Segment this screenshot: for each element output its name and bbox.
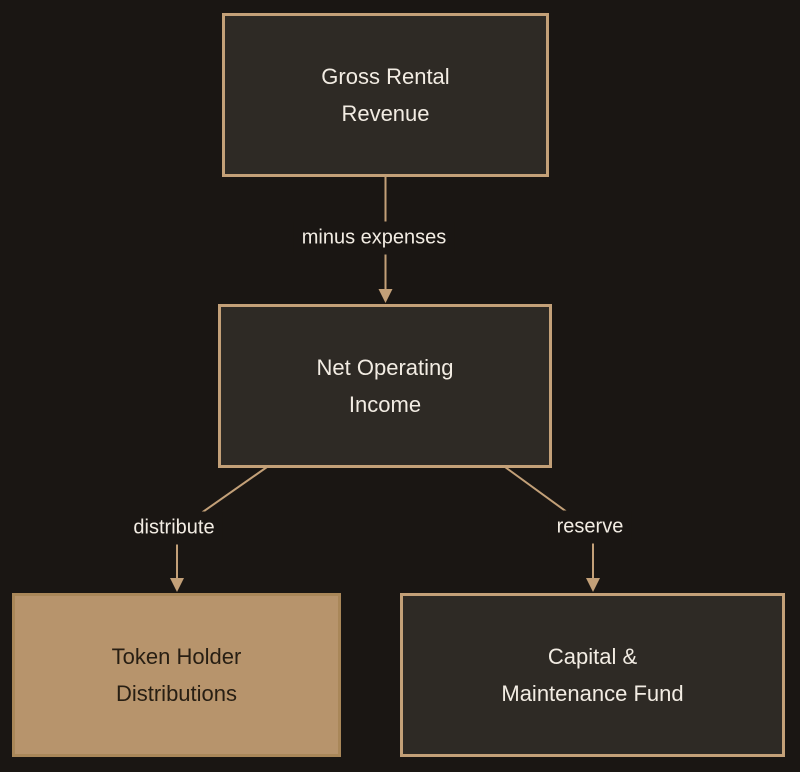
node-label: Gross Rental Revenue [321,63,450,126]
edge-label-reserve: reserve [548,510,632,544]
node-label: Capital & Maintenance Fund [501,643,684,706]
node-token-holder-distributions: Token Holder Distributions [12,593,341,757]
arrowhead-down-icon [378,289,393,303]
edge-label-minus-expenses: minus expenses [293,221,455,255]
node-gross-rental-revenue: Gross Rental Revenue [222,13,549,177]
node-label: Net Operating Income [316,354,454,417]
arrowhead-down-icon [170,578,184,592]
node-capital-maintenance-fund: Capital & Maintenance Fund [400,593,785,757]
node-label: Token Holder Distributions [111,643,242,706]
arrowhead-down-icon [586,578,600,592]
node-net-operating-income: Net Operating Income [218,304,552,468]
edge-label-distribute: distribute [125,511,223,545]
